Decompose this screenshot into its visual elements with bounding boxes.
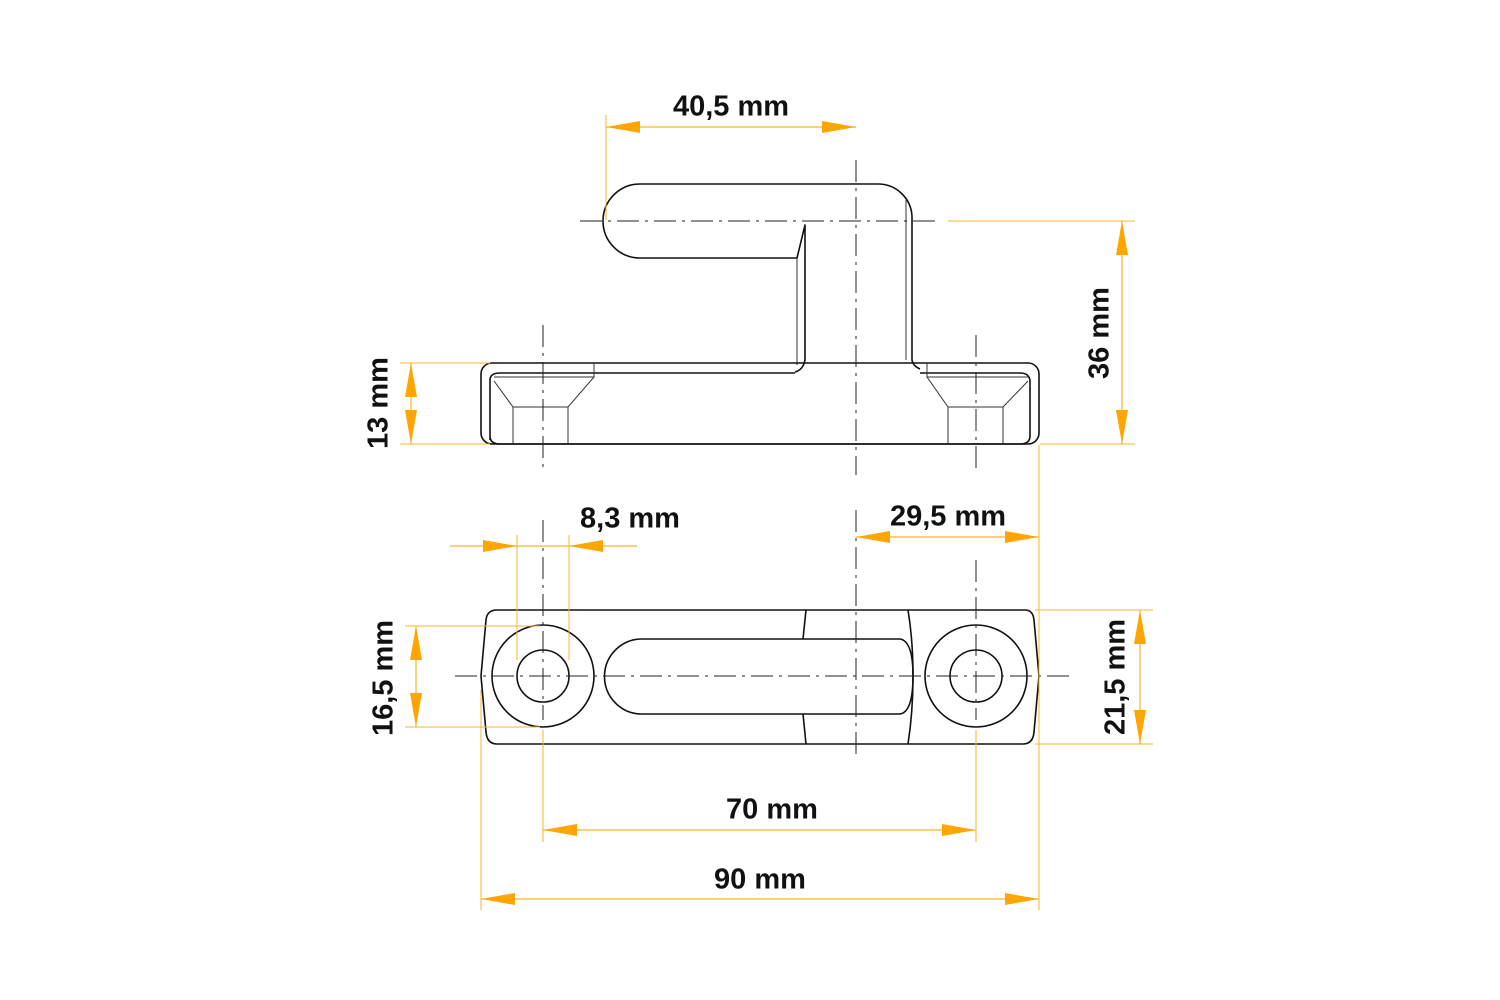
hole_diameter-arrow xyxy=(483,540,517,552)
height-arrow xyxy=(1116,221,1128,255)
width-arrow xyxy=(1134,610,1146,644)
base-inner-outline xyxy=(489,372,1031,445)
hole_spacing-arrow xyxy=(543,824,577,836)
stem-edges xyxy=(802,609,914,745)
center_to_edge-label: 29,5 mm xyxy=(890,501,1006,533)
side-view xyxy=(480,160,1040,475)
width-arrow xyxy=(1134,710,1146,744)
hole_diameter-label: 8,3 mm xyxy=(580,503,680,535)
height-label: 36 mm xyxy=(1084,287,1116,379)
hook-edge-lines xyxy=(796,200,907,365)
countersink-right xyxy=(926,363,1029,444)
hook-outline xyxy=(602,183,921,373)
hole_spacing-arrow xyxy=(942,824,976,836)
width-label: 21,5 mm xyxy=(1100,619,1132,735)
center_to_edge-arrow xyxy=(856,531,890,543)
hole_diameter-arrow xyxy=(569,540,603,552)
base_thickness-label: 13 mm xyxy=(363,357,395,449)
center_to_edge-arrow xyxy=(1005,531,1039,543)
height-arrow xyxy=(1116,410,1128,444)
plate-outline xyxy=(480,609,1040,745)
hook_offset-arrow xyxy=(822,121,856,133)
hook_offset-label: 40,5 mm xyxy=(673,91,789,123)
hook_offset-arrow xyxy=(606,121,640,133)
top-view xyxy=(455,510,1070,760)
boss_diameter-arrow xyxy=(410,626,422,660)
length-arrow xyxy=(1005,893,1039,905)
base_thickness-arrow xyxy=(405,363,417,397)
dimensions: 40,5 mm 36 mm 13 mm 8,3 mm 29,5 mm 16,5 mm 21,… xyxy=(363,91,1153,910)
boss_diameter-label: 16,5 mm xyxy=(368,620,400,736)
length-arrow xyxy=(481,893,515,905)
length-label: 90 mm xyxy=(714,864,806,896)
base_thickness-arrow xyxy=(405,410,417,444)
countersink-left xyxy=(493,363,595,444)
boss_diameter-arrow xyxy=(410,693,422,727)
hole_spacing-label: 70 mm xyxy=(726,794,818,826)
base-outline xyxy=(480,362,1040,445)
